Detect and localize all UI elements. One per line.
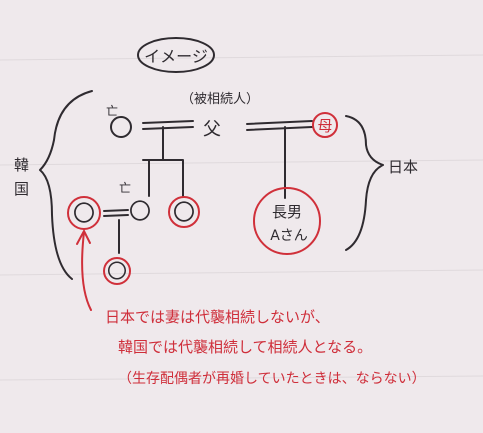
sibling-node: 〇	[173, 201, 195, 226]
descent-line-left	[142, 126, 184, 197]
eldest-son-name: Aさん	[270, 228, 308, 244]
deceased-child-node: 〇	[129, 200, 151, 225]
spouse-marriage-line	[103, 209, 129, 217]
grandchild-node: 〇	[107, 259, 127, 283]
japan-bracket	[345, 115, 384, 251]
note-arrow-line	[81, 231, 92, 311]
deceased-parent-node	[110, 116, 132, 138]
paper-grid	[0, 54, 483, 381]
decedent-label: （被相続人）	[181, 92, 259, 107]
note-line-3: （生存配偶者が再婚していたときは、ならない）	[118, 371, 426, 387]
mother-label: 母	[317, 117, 332, 135]
grandchild-highlight	[103, 257, 131, 285]
note-line-1: 日本では妻は代襲相続しないが、	[105, 308, 330, 326]
title-oval	[137, 37, 215, 73]
title-label: イメージ	[144, 47, 208, 66]
deceased-mark-child: 亡	[119, 181, 131, 195]
eldest-son-highlight	[253, 187, 321, 255]
korea-label-1: 韓	[14, 156, 29, 174]
spouse-node: 〇	[73, 202, 95, 227]
korea-bracket	[39, 90, 93, 280]
eldest-son-label: 長男	[272, 203, 302, 221]
note-arrow-head	[76, 228, 91, 245]
note-line-2: 韓国では代襲相続して相続人となる。	[118, 338, 372, 356]
marriage-line-right	[246, 120, 313, 131]
deceased-mark-top: 亡	[106, 104, 118, 118]
mother-circle	[312, 112, 338, 138]
japan-label: 日本	[388, 158, 418, 176]
sibling-highlight	[168, 196, 200, 228]
father-label: 父	[203, 119, 221, 140]
korea-label-2: 国	[14, 180, 29, 198]
marriage-line-left	[142, 120, 194, 130]
